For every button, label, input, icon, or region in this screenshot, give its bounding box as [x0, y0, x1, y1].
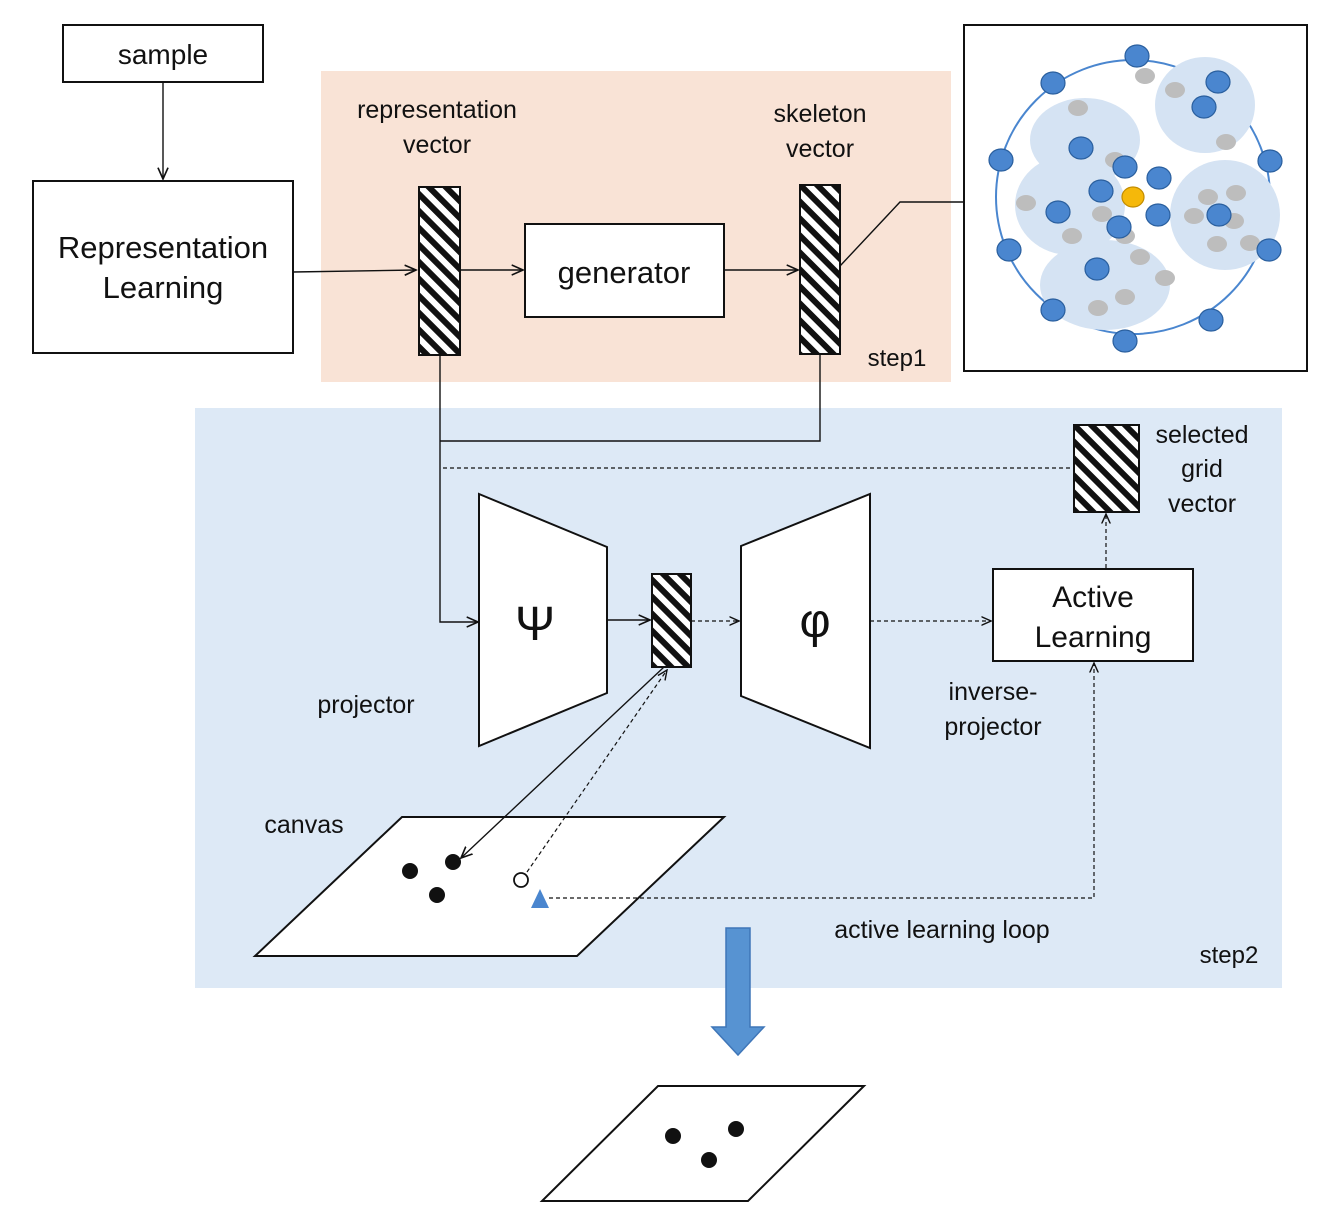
projector-label: projector	[317, 691, 414, 719]
inverse-projector-block	[740, 492, 871, 750]
latent-vector	[651, 573, 692, 668]
blue-points	[988, 44, 1283, 353]
selected-grid-vector-label-1: selected	[1155, 421, 1248, 449]
generator-label: generator	[558, 255, 691, 290]
latent-to-canvas-arrow	[461, 666, 665, 858]
representation-learning-label-2: Learning	[103, 270, 224, 305]
selected-grid-vector-label-2: grid	[1181, 455, 1223, 483]
projector-block	[478, 492, 608, 748]
candidate-point	[513, 872, 529, 888]
sample-label: sample	[118, 39, 208, 70]
query-marker	[531, 889, 549, 908]
canvas-label: canvas	[264, 811, 343, 839]
inverse-projector-label-1: inverse-	[949, 678, 1038, 706]
step2-label: step2	[1200, 942, 1259, 969]
rep-to-vector-arrow	[292, 270, 416, 272]
result-point	[665, 1128, 681, 1144]
representation-learning-label-1: Representation	[58, 230, 268, 265]
representation-learning-box	[32, 180, 294, 354]
selected-point	[1121, 186, 1145, 208]
inverse-projector-label-2: projector	[944, 713, 1041, 741]
skeleton-vector	[799, 184, 841, 355]
result-canvas-plane	[539, 1085, 867, 1202]
canvas-plane	[252, 816, 727, 957]
canvas-point	[445, 854, 461, 870]
canvas-point	[429, 887, 445, 903]
phi-symbol: φ	[799, 595, 830, 648]
generator-box	[524, 223, 725, 318]
active-learning-box	[992, 568, 1194, 662]
active-learning-loop-line	[549, 663, 1094, 899]
active-learning-loop-label: active learning loop	[834, 916, 1049, 944]
skeleton-vector-label-1: skeleton	[773, 100, 866, 128]
representation-vector	[418, 186, 461, 356]
canvas-to-latent-arrow	[526, 670, 667, 873]
representation-vector-label-2: vector	[403, 131, 471, 159]
active-learning-label-2: Learning	[1035, 621, 1152, 654]
rep-vector-to-projector-arrow	[439, 355, 478, 622]
selected-grid-vector	[1073, 424, 1140, 513]
active-learning-label-1: Active	[1052, 581, 1134, 614]
canvas-point	[402, 863, 418, 879]
representation-vector-label-1: representation	[357, 96, 517, 124]
skeleton-vector-label-2: vector	[786, 135, 854, 163]
vectors-to-projector-line	[440, 354, 821, 442]
result-point	[701, 1152, 717, 1168]
cluster-inset	[963, 24, 1308, 372]
result-point	[728, 1121, 744, 1137]
skeleton-to-inset-line	[839, 201, 964, 267]
selected-grid-vector-label-3: vector	[1168, 490, 1236, 518]
psi-symbol: Ψ	[515, 598, 555, 651]
step1-label: step1	[868, 345, 927, 372]
result-down-arrow	[710, 927, 766, 1057]
